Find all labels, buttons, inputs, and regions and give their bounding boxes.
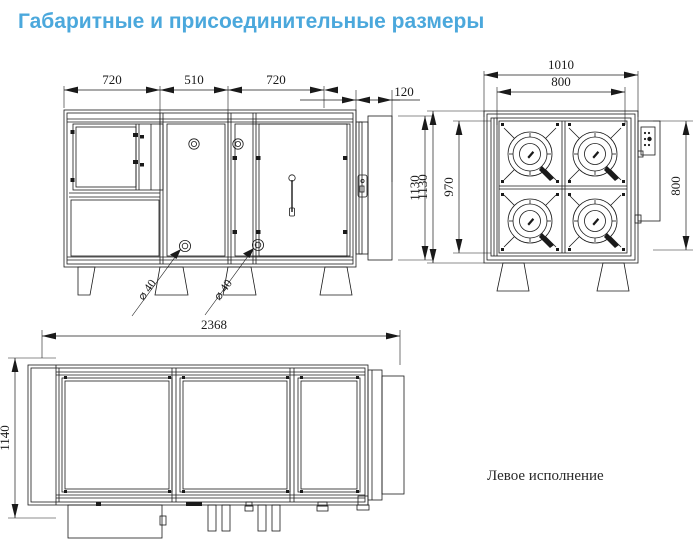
side-elevation-view: 1010 800 1130 970 800 xyxy=(415,55,700,310)
dim-label-720-left: 720 xyxy=(102,72,122,87)
execution-note: Левое исполнение xyxy=(487,468,604,484)
dim-label-1140: 1140 xyxy=(0,425,12,451)
front-elevation-view: 720 510 720 120 1130 ⌀ 40 ⌀ 40 xyxy=(0,60,450,317)
dim-label-2368: 2368 xyxy=(201,317,227,332)
page-title: Габаритные и присоединительные размеры xyxy=(18,10,485,33)
dim-label-800-right: 800 xyxy=(668,176,683,196)
dim-label-510: 510 xyxy=(184,72,204,87)
dim-label-1010: 1010 xyxy=(548,57,574,72)
dim-label-1130-side: 1130 xyxy=(415,174,430,200)
dim-label-720-right: 720 xyxy=(266,72,286,87)
dim-label-120: 120 xyxy=(394,84,414,99)
dim-label-1130-front: 1130 xyxy=(407,175,422,201)
dim-label-970: 970 xyxy=(441,177,456,197)
dim-label-800-top: 800 xyxy=(551,74,571,89)
plan-top-view: 2368 1140 xyxy=(0,310,430,543)
callout-diameter-40-left: ⌀ 40 xyxy=(135,277,159,303)
callout-diameter-40-right: ⌀ 40 xyxy=(211,277,235,303)
